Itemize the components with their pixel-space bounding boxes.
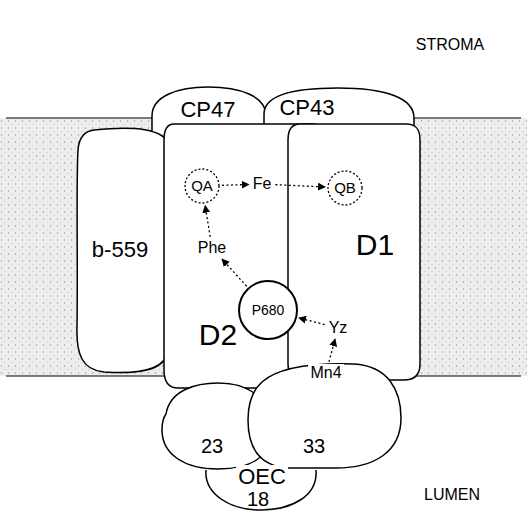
cofactor-label-text: Phe xyxy=(198,239,226,257)
reaction-center-circle-ring xyxy=(239,281,297,339)
cofactor-label: Yz xyxy=(327,319,350,337)
cofactor-label: Fe xyxy=(251,175,274,193)
protein-blob: D1 QB Yz xyxy=(284,120,422,384)
reaction-center-circle-text: P680 xyxy=(252,302,285,318)
protein-bump-text: CP43 xyxy=(279,95,334,120)
quinone-circle-ring xyxy=(328,171,362,205)
complex-label: OEC xyxy=(236,465,288,488)
cofactor-label: Phe xyxy=(196,239,228,257)
quinone-circle-text: QA xyxy=(191,177,213,194)
oec-lobe-edge xyxy=(248,364,401,468)
protein-blob-text: D1 xyxy=(356,228,394,263)
quinone-circle-ring xyxy=(185,169,219,203)
quinone-circle: QA xyxy=(184,168,220,204)
cofactor-label-text: Yz xyxy=(329,319,348,337)
cytochrome-blob-text: b-559 xyxy=(92,237,148,262)
quinone-circle-text: QB xyxy=(334,179,356,196)
cofactor-label-text: Fe xyxy=(253,175,272,193)
protein-blob-edge xyxy=(288,124,420,380)
region-label: LUMEN xyxy=(422,487,482,504)
oec-lobe-text: 33 xyxy=(303,435,325,458)
protein-bump-text: CP47 xyxy=(180,97,235,122)
cluster-label: Mn4 xyxy=(308,364,343,382)
reaction-center-circle: P680 xyxy=(238,280,298,340)
region-label-text: LUMEN xyxy=(422,487,482,504)
cytochrome-blob: b-559 xyxy=(74,126,174,376)
region-label: STROMA xyxy=(414,37,486,54)
protein-blob-text: D2 xyxy=(199,318,237,353)
complex-label-text: OEC xyxy=(236,465,288,488)
region-label-text: STROMA xyxy=(414,37,486,54)
cytochrome-blob-edge xyxy=(77,128,172,372)
protein-blob-outline xyxy=(284,120,422,384)
quinone-circle: QB xyxy=(327,170,363,206)
oec-lobe-text: 18 xyxy=(247,488,269,511)
cluster-label-text: Mn4 xyxy=(310,364,341,382)
oec-lobe-text: 23 xyxy=(201,435,223,458)
